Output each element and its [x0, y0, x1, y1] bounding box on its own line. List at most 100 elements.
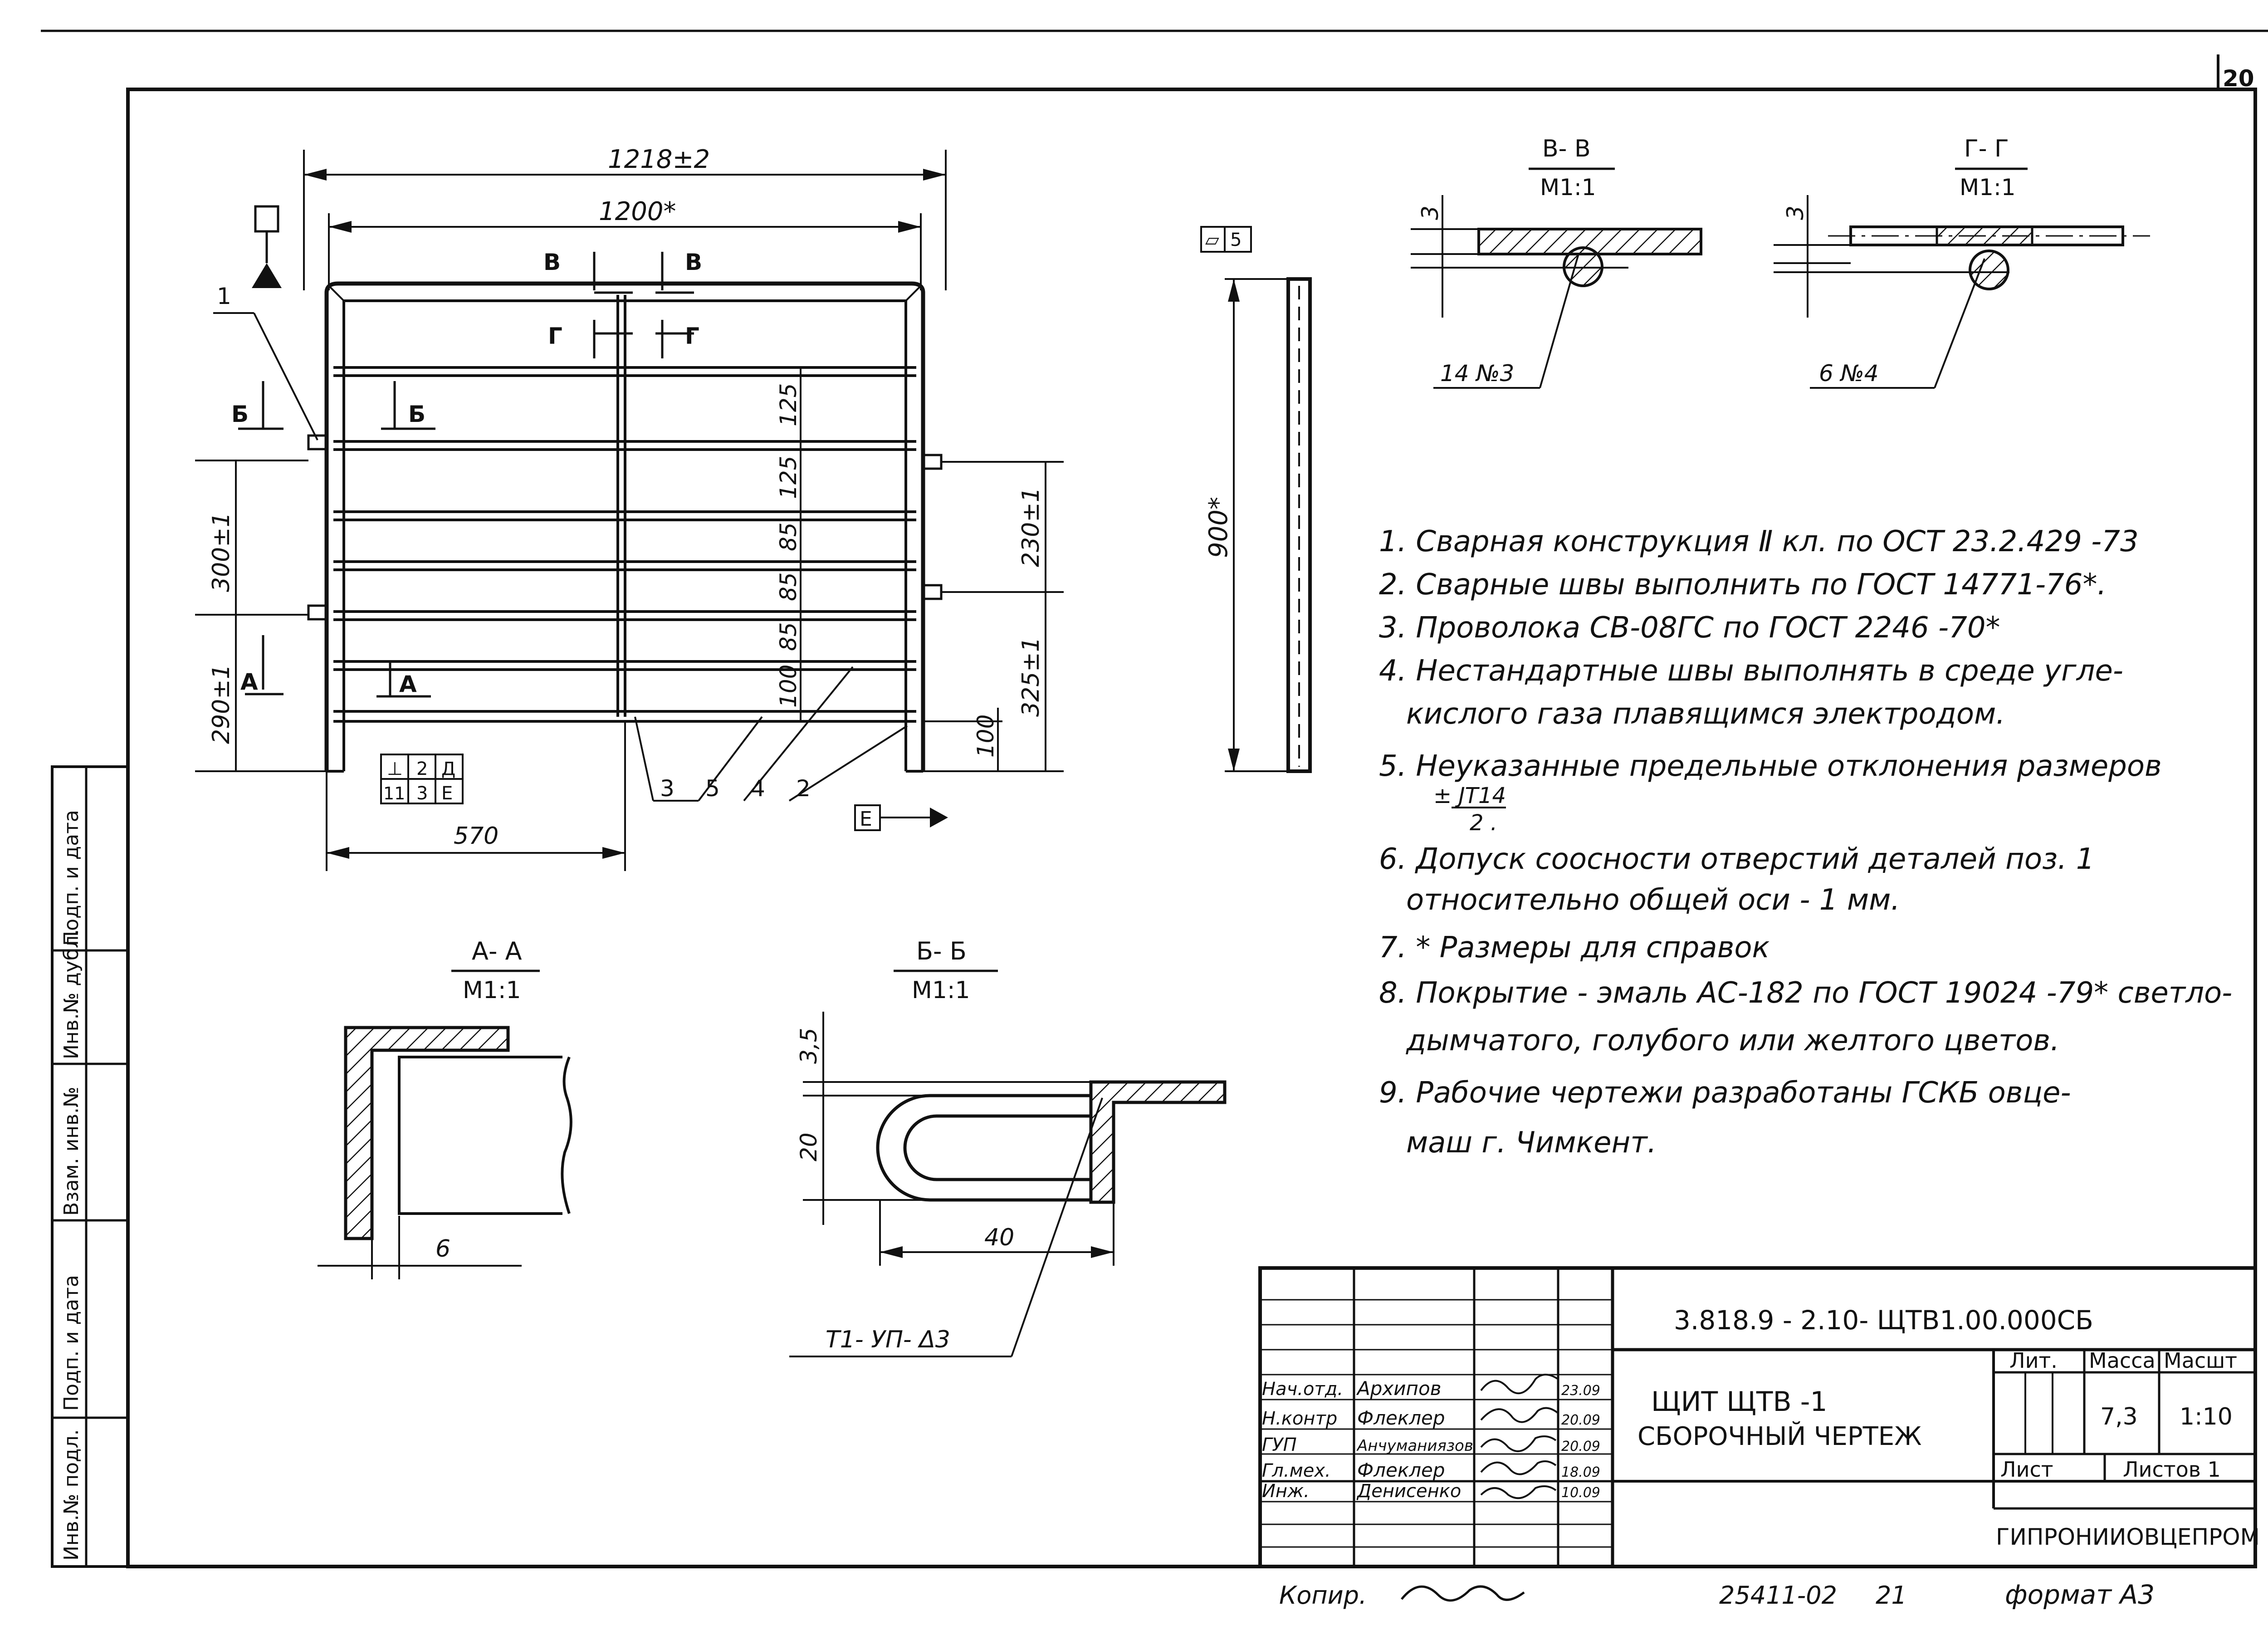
signer-name-3: Анчуманиязов [1356, 1437, 1473, 1455]
signer-date-1: 23.09 [1561, 1383, 1600, 1399]
svg-text:⊥: ⊥ [387, 759, 403, 779]
note-2: 2. Сварные швы выполнить по ГОСТ 14771-7… [1379, 568, 2107, 602]
section-mark-a-left: А [240, 669, 258, 695]
spacing-4: 85 [775, 572, 802, 601]
spacing-6: 100 [775, 665, 802, 708]
side-view: ▱ 5 900* [1200, 226, 1312, 773]
dim-325: 325±1 [1017, 637, 1045, 717]
side-strip: Инв.№ подл. Подп. и дата Взам. инв.№ Инв… [51, 765, 129, 1568]
side-strip-label-5: Подп. и дата [60, 810, 83, 946]
side-strip-label-4: Инв.№ дубл. [60, 929, 83, 1059]
doc-title-2: СБОРОЧНЫЙ ЧЕРТЕЖ [1637, 1421, 1922, 1451]
svg-text:3: 3 [416, 783, 428, 804]
signer-date-3: 20.09 [1561, 1439, 1600, 1454]
position-5: 5 [705, 775, 720, 802]
position-1: 1 [217, 283, 231, 309]
note-3: 3. Проволока СВ-08ГС по ГОСТ 2246 -70* [1379, 611, 2000, 645]
side-height-dim: 900* [1204, 497, 1233, 558]
signer-name-1: Архипов [1356, 1377, 1441, 1400]
signer-role-3: ГУП [1262, 1434, 1297, 1455]
note-8: 8. Покрытие - эмаль АС-182 по ГОСТ 19024… [1379, 976, 2232, 1010]
doc-code: 3.818.9 - 2.10- ЩТВ1.00.000СБ [1674, 1305, 2093, 1336]
section-vv: В- В М1:1 3 14 №3 [1411, 135, 1702, 389]
footer: Копир. 25411-02 21 формат А3 [1279, 1579, 2155, 1610]
main-view: 1218±2 1200* [195, 145, 1064, 871]
section-vv-scale: М1:1 [1540, 174, 1596, 201]
hdr-mass: Масса [2089, 1348, 2156, 1373]
signer-name-5: Денисенко [1356, 1481, 1461, 1502]
format-label: формат А3 [2005, 1579, 2155, 1610]
position-3: 3 [660, 775, 675, 802]
svg-text:2: 2 [416, 759, 428, 779]
signer-name-2: Флеклер [1357, 1407, 1445, 1429]
section-bb: Б- Б М1:1 3,5 20 40 Т1- УП- Δ3 [789, 937, 1227, 1357]
page-number: 21 [1876, 1581, 1907, 1610]
section-vv-label: 14 №3 [1440, 360, 1514, 387]
note-5-tol: ± JT14 [1433, 783, 1506, 808]
position-4: 4 [751, 775, 765, 802]
doc-title-1: ЩИТ ЩТВ -1 [1651, 1386, 1828, 1418]
sheet-number: 20 [2223, 65, 2254, 92]
hdr-scale: Масшт [2164, 1348, 2237, 1373]
section-mark-v-left: В [543, 249, 561, 275]
section-aa: А- А М1:1 6 [318, 937, 581, 1279]
signer-date-4: 18.09 [1561, 1464, 1600, 1480]
weld-symbol: Т1- УП- Δ3 [826, 1326, 950, 1353]
spacing-2: 125 [775, 456, 802, 499]
svg-text:11: 11 [383, 783, 405, 803]
dim-100: 100 [973, 715, 999, 758]
note-8-cont: дымчатого, голубого или желтого цветов. [1406, 1024, 2059, 1058]
tolerance-frame: ⊥ 2 Д 11 3 Е [380, 754, 464, 804]
section-mark-b-left: Б [231, 401, 249, 427]
section-mark-g-left: Г [548, 323, 562, 349]
signatures [1480, 1374, 1559, 1499]
dim-290: 290±1 [208, 664, 235, 744]
position-2: 2 [796, 775, 811, 802]
section-gg-label: 6 №4 [1819, 360, 1879, 387]
dim-230: 230±1 [1017, 487, 1045, 567]
section-aa-scale: М1:1 [463, 977, 521, 1004]
scale-value: 1:10 [2180, 1403, 2233, 1430]
dim-inner-width: 1200* [599, 197, 676, 226]
spacing-5: 85 [775, 622, 802, 651]
section-aa-dim: 6 [435, 1235, 450, 1263]
mass-value: 7,3 [2100, 1403, 2138, 1430]
section-bb-title: Б- Б [916, 937, 967, 965]
section-gg-title: Г- Г [1964, 135, 2009, 162]
organization: ГИПРОНИИОВЦЕПРОМ [1996, 1524, 2260, 1550]
section-bb-dim-35: 3,5 [796, 1028, 822, 1064]
copier-label: Копир. [1279, 1581, 1367, 1610]
side-strip-label-2: Подп. и дата [60, 1275, 83, 1411]
section-gg-dim: 3 [1782, 206, 1809, 220]
section-gg-scale: М1:1 [1960, 174, 2016, 201]
svg-text:▱: ▱ [1205, 230, 1219, 250]
section-aa-title: А- А [472, 937, 522, 965]
note-6: 6. Допуск соосности отверстий деталей по… [1379, 842, 2095, 876]
svg-text:5: 5 [1230, 230, 1242, 250]
sheets-label: Листов 1 [2123, 1457, 2221, 1482]
signer-role-5: Инж. [1262, 1481, 1310, 1502]
section-vv-dim: 3 [1417, 206, 1443, 220]
signer-role-4: Гл.мех. [1262, 1460, 1331, 1481]
side-strip-label-3: Взам. инв.№ [60, 1087, 83, 1216]
section-mark-b-right: Б [408, 401, 425, 427]
spacing-3: 85 [775, 522, 802, 551]
technical-notes: 1. Сварная конструкция Ⅱ кл. по ОСТ 23.2… [1379, 525, 2232, 1160]
note-1: 1. Сварная конструкция Ⅱ кл. по ОСТ 23.2… [1379, 525, 2139, 558]
spacing-1: 125 [775, 383, 802, 426]
note-7: 7. * Размеры для справок [1379, 931, 1770, 964]
signer-name-4: Флеклер [1357, 1459, 1445, 1481]
drawing-frame [126, 88, 2257, 1568]
dim-300: 300±1 [208, 512, 235, 592]
note-5: 5. Неуказанные предельные отклонения раз… [1379, 749, 2162, 783]
section-vv-title: В- В [1542, 135, 1591, 162]
signer-date-5: 10.09 [1561, 1485, 1600, 1501]
sheet-label: Лист [2000, 1457, 2053, 1482]
note-9-cont: маш г. Чимкент. [1406, 1126, 1657, 1160]
section-bb-dim-20: 20 [796, 1132, 822, 1161]
signer-date-2: 20.09 [1561, 1412, 1600, 1428]
title-block: 3.818.9 - 2.10- ЩТВ1.00.000СБ ЩИТ ЩТВ -1… [1258, 1266, 2260, 1568]
svg-text:Д: Д [441, 759, 455, 779]
note-4: 4. Нестандартные швы выполнять в среде у… [1379, 654, 2123, 688]
